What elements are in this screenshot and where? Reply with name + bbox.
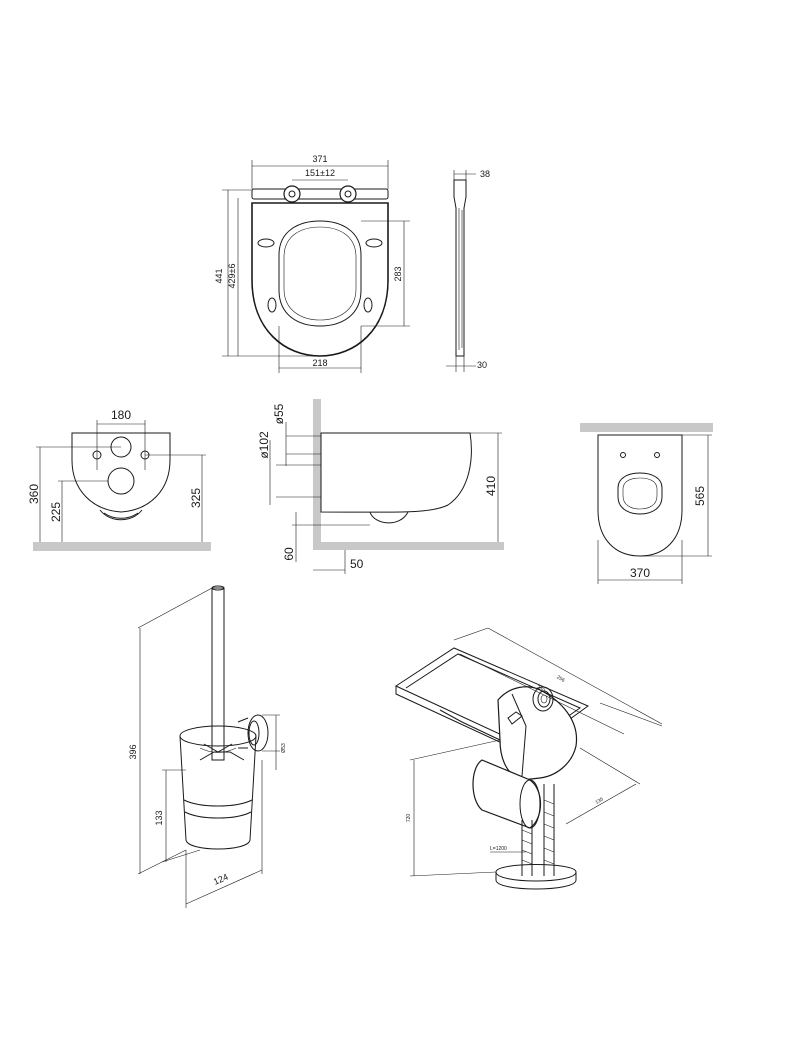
brush-holder-drawing: 396 Ø53 133 124 <box>128 585 287 908</box>
seat-opening <box>278 220 362 327</box>
side-d2-label: ø102 <box>257 431 271 459</box>
rear-h2-label: 225 <box>49 502 63 522</box>
seat-top-view: 371 151±12 441 429±6 283 218 <box>214 154 410 373</box>
bowl-top <box>597 434 683 557</box>
seat-side-top-label: 38 <box>480 169 490 179</box>
brush-mount-label: Ø53 <box>281 743 287 753</box>
hinge-left <box>283 185 301 203</box>
shelf-len2-label: 256 <box>555 674 565 683</box>
hygienic-shower-drawing: 256 230 135 720 L=1200 <box>394 627 663 890</box>
seat-side-view: 38 30 <box>446 169 490 372</box>
brush-cup-label: 133 <box>154 810 164 825</box>
seat-length-label: 441 <box>214 268 224 283</box>
toilet-side-view: ø55 ø102 410 60 50 <box>257 399 504 574</box>
brush-handle <box>211 587 225 761</box>
side-d1-label: ø55 <box>272 403 286 424</box>
top-width-label: 370 <box>630 566 650 580</box>
toilet-rear-view: 180 360 225 325 <box>27 408 211 551</box>
drain-bottom <box>107 467 135 495</box>
brush-height-label: 396 <box>128 744 138 759</box>
floor-rear <box>33 542 211 551</box>
side-height-label: 410 <box>484 476 498 496</box>
floor-side <box>313 542 504 550</box>
top-length-label: 565 <box>693 486 707 506</box>
shower-height-label: 720 <box>406 814 412 823</box>
seat-outline <box>251 202 389 357</box>
seat-side-bottom-label: 30 <box>477 360 487 370</box>
brush-width-label: 124 <box>212 872 230 887</box>
shower-hose-label: L=1200 <box>490 846 507 852</box>
wall-side <box>313 399 321 550</box>
toilet-top-view: 565 370 <box>580 423 713 584</box>
wall-top <box>580 423 713 432</box>
shelf-len1-label: 230 <box>535 684 545 693</box>
shower-depth-label: 135 <box>594 796 604 805</box>
seat-length-tol-label: 429±6 <box>227 264 237 289</box>
rear-h3-label: 325 <box>189 488 203 508</box>
rear-h1-label: 360 <box>27 484 41 504</box>
seat-inner-label: 283 <box>393 266 403 281</box>
side-offset-label: 50 <box>350 557 364 571</box>
seat-bottom-label: 218 <box>312 358 327 368</box>
seat-hinge-label: 151±12 <box>305 168 335 178</box>
side-gap-label: 60 <box>282 547 296 561</box>
hinge-right <box>339 185 357 203</box>
rear-spacing-label: 180 <box>111 408 131 422</box>
hinge-bar <box>251 188 389 200</box>
seat-width-label: 371 <box>312 154 327 164</box>
bowl-side <box>320 432 472 513</box>
shower-head <box>532 686 554 712</box>
wall-mount <box>247 714 269 752</box>
shelf-top <box>394 647 590 749</box>
